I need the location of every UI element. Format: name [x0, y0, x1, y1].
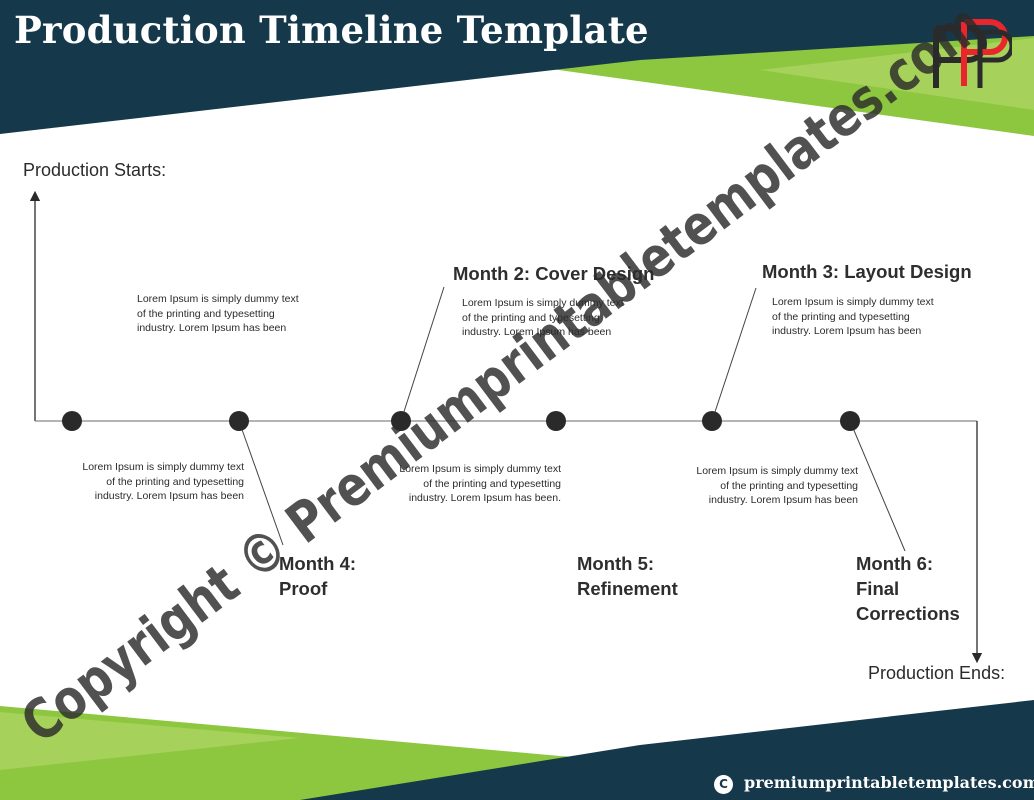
description-text: Lorem Ipsum is simply dummy text of the …: [772, 296, 934, 337]
timeline-node: [702, 411, 722, 431]
milestone-month-2: Month 2: Cover Design: [453, 263, 655, 284]
footer-navy-band: [300, 700, 1034, 800]
description-text: Lorem Ipsum is simply dummy text of the …: [137, 293, 299, 334]
brand-logo-icon: [933, 19, 1012, 88]
timeline-node: [391, 411, 411, 431]
description-text: Lorem Ipsum is simply dummy text of the …: [82, 461, 244, 502]
production-end-label: Production Ends:: [868, 663, 1006, 683]
timeline-node: [546, 411, 566, 431]
description-text: Lorem Ipsum is simply dummy text of the …: [696, 465, 858, 506]
connector-month-2: [400, 286, 445, 422]
milestone-month-5: Month 5: Refinement: [577, 553, 678, 599]
milestone-month-6: Month 6: Final Corrections: [856, 553, 960, 624]
connector-month-6: [849, 420, 906, 552]
connector-month-4: [238, 420, 284, 546]
footer-light-green-band: [0, 712, 300, 770]
description-text: Lorem Ipsum is simply dummy text of the …: [399, 463, 561, 504]
description-text: Lorem Ipsum is simply dummy text of the …: [462, 297, 624, 338]
timeline-node: [229, 411, 249, 431]
timeline-node: [840, 411, 860, 431]
header-navy-band: [0, 0, 1034, 134]
footer-website: premiumprintabletemplates.com: [744, 773, 1034, 792]
page-title: Production Timeline Template: [14, 8, 649, 52]
connector-month-3: [711, 287, 757, 422]
milestone-month-4: Month 4: Proof: [279, 553, 357, 599]
milestone-month-3: Month 3: Layout Design: [762, 261, 972, 282]
copyright-icon: C: [714, 775, 733, 794]
production-start-label: Production Starts:: [23, 160, 167, 180]
timeline-node: [62, 411, 82, 431]
